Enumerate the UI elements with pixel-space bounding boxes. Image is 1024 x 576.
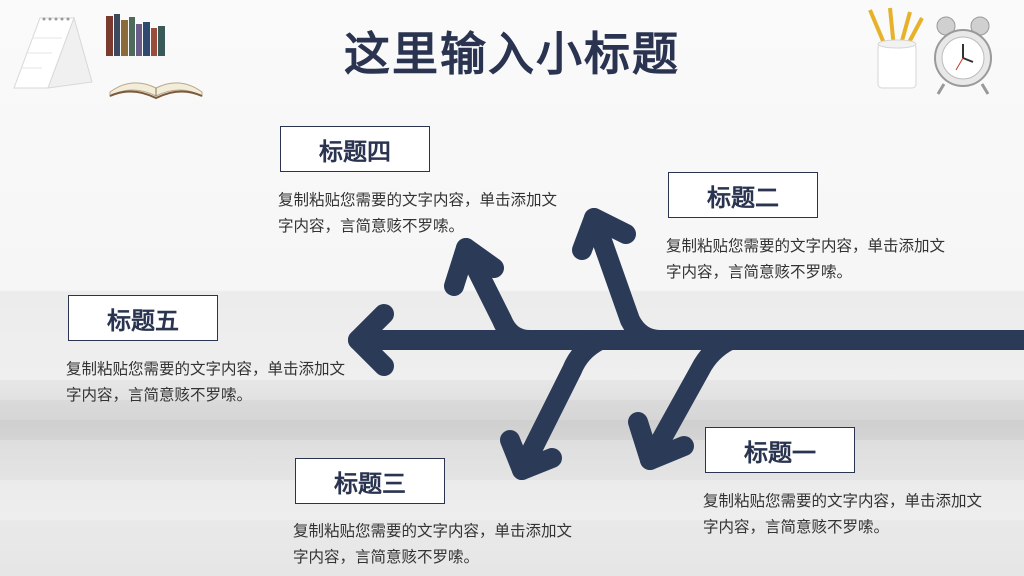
topic-description-two: 复制粘贴您需要的文字内容，单击添加文字内容，言简意赅不罗嗦。 (666, 237, 946, 281)
topic-title-box-five: 标题五 (68, 295, 218, 341)
arrowhead-five (348, 304, 394, 376)
arrowhead-three (500, 430, 562, 480)
pencil-cup-icon (868, 7, 924, 89)
arrowhead-four (444, 238, 504, 296)
topic-title: 标题四 (319, 137, 391, 166)
topic-description-five: 复制粘贴您需要的文字内容，单击添加文字内容，言简意赅不罗嗦。 (66, 360, 346, 404)
branch-one (640, 330, 740, 470)
topic-title-box-three: 标题三 (295, 458, 445, 504)
open-book-icon (109, 82, 203, 100)
alarm-clock-icon (934, 16, 992, 95)
topic-title-box-four: 标题四 (280, 126, 430, 172)
books-icon (106, 14, 165, 56)
branch-two (584, 208, 670, 350)
arrowhead-one (628, 412, 694, 470)
topic-description-three: 复制粘贴您需要的文字内容，单击添加文字内容，言简意赅不罗嗦。 (293, 522, 573, 566)
topic-title-box-one: 标题一 (705, 427, 855, 473)
topic-title: 标题一 (744, 438, 816, 467)
topic-description-one: 复制粘贴您需要的文字内容，单击添加文字内容，言简意赅不罗嗦。 (703, 492, 983, 536)
arrowhead-two (572, 208, 636, 260)
slide-title: 这里输入小标题 (344, 27, 680, 81)
topic-title-box-two: 标题二 (668, 172, 818, 218)
topic-title: 标题二 (707, 183, 779, 212)
branch-three (512, 330, 610, 480)
topic-description-four: 复制粘贴您需要的文字内容，单击添加文字内容，言简意赅不罗嗦。 (278, 191, 558, 235)
branch-four (456, 238, 540, 350)
calendar-icon (13, 16, 93, 89)
topic-title: 标题五 (107, 306, 179, 335)
topic-title: 标题三 (334, 469, 406, 498)
